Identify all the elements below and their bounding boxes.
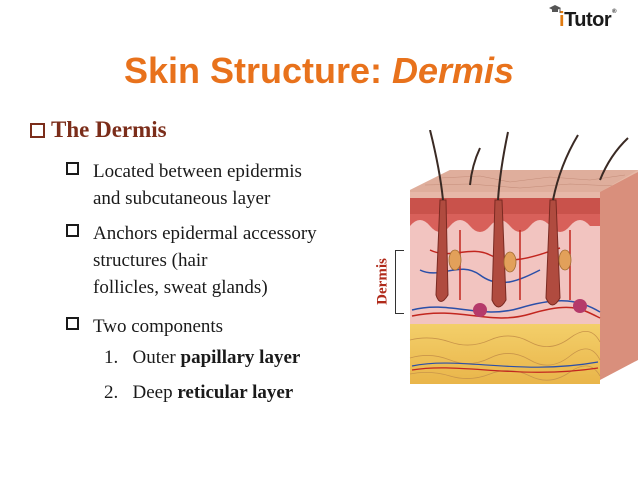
bullet-line: Located between epidermis xyxy=(93,161,302,182)
checkbox-bullet-icon xyxy=(66,224,79,237)
checkbox-bullet-icon xyxy=(66,317,79,330)
logo-reg: ® xyxy=(612,9,617,15)
skin-cross-section-illustration xyxy=(409,130,638,384)
component-bold: papillary layer xyxy=(180,347,301,368)
graduation-cap-icon xyxy=(549,5,561,13)
dermis-bracket xyxy=(395,250,404,314)
component-text: Deep xyxy=(132,382,173,403)
checkbox-bullet-icon xyxy=(66,162,79,175)
heading-text: The Dermis xyxy=(51,117,167,142)
title-main: Skin Structure: xyxy=(123,50,382,91)
bullet-line: and subcutaneous layer xyxy=(93,188,271,209)
dermis-label-text: Dermis xyxy=(374,258,391,305)
bullet-item: Anchors epidermal accessory structures (… xyxy=(66,220,317,301)
component-number: 1. xyxy=(104,347,119,368)
component-item: 1. Outer papillary layer xyxy=(104,347,300,369)
itutor-logo: iTutor® xyxy=(559,9,617,32)
bullet-item: Two components xyxy=(66,313,223,340)
bullet-line: structures (hair xyxy=(93,250,208,271)
bullet-line: Anchors epidermal accessory xyxy=(93,223,317,244)
component-number: 2. xyxy=(104,382,119,403)
bullet-line: Two components xyxy=(93,316,224,337)
logo-prefix: i xyxy=(559,9,565,31)
logo-name: Tutor xyxy=(564,9,612,31)
bullet-item: Located between epidermis and subcutaneo… xyxy=(66,158,302,212)
dermis-label: Dermis xyxy=(373,248,393,318)
title-italic: Dermis xyxy=(391,50,515,91)
section-heading: The Dermis xyxy=(30,117,167,143)
component-text: Outer xyxy=(132,347,176,368)
bullet-line: follicles, sweat glands) xyxy=(93,277,268,298)
slide-title: Skin Structure:Dermis xyxy=(0,50,638,92)
checkbox-bullet-icon xyxy=(30,122,45,138)
component-bold: reticular layer xyxy=(177,382,294,403)
component-item: 2. Deep reticular layer xyxy=(104,382,293,404)
